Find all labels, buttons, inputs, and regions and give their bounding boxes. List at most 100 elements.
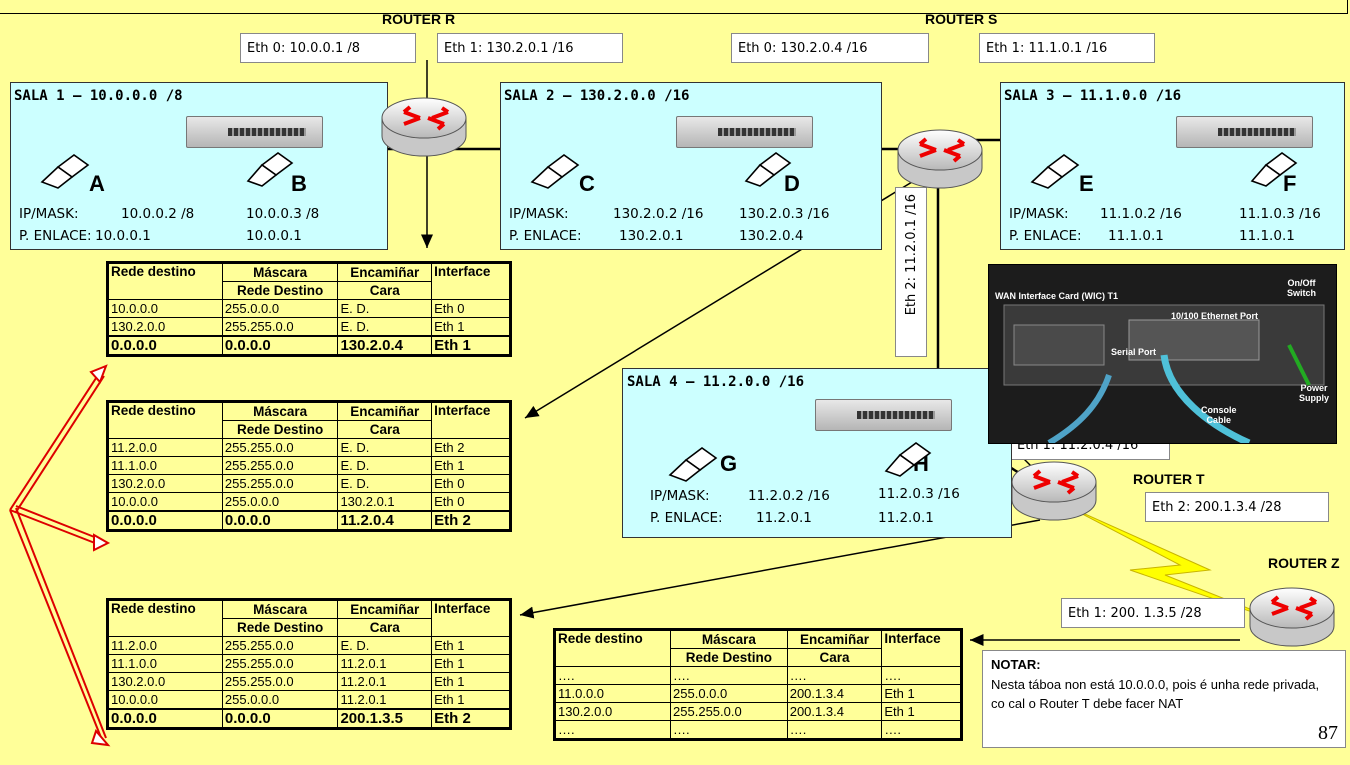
table-cell: E. D.	[338, 637, 432, 655]
table-cell: Eth 1	[432, 336, 511, 356]
col-header: Máscara	[222, 402, 338, 421]
table-row: 130.2.0.0255.255.0.0E. D.Eth 0	[108, 475, 511, 493]
table-cell: ….	[555, 667, 671, 685]
host-a-gateway: 10.0.0.1	[95, 228, 151, 244]
table-cell: 11.1.0.0	[108, 655, 223, 673]
table-cell: 130.2.0.0	[108, 318, 223, 337]
table-cell: 200.1.3.4	[787, 685, 882, 703]
table-cell: 0.0.0.0	[222, 336, 338, 356]
col-header: Rede destino	[555, 630, 671, 667]
host-c-ip: 130.2.0.2 /16	[613, 206, 703, 222]
table-cell: 255.255.0.0	[222, 673, 338, 691]
gateway-label: P. ENLACE:	[650, 510, 723, 526]
table-cell: 11.2.0.1	[338, 691, 432, 710]
host-e-label: E	[1079, 171, 1094, 197]
table-cell: 130.2.0.0	[555, 703, 671, 721]
table-cell: 255.255.0.0	[671, 703, 788, 721]
table-cell: Eth 1	[432, 691, 511, 710]
table-cell: 11.2.0.4	[338, 511, 432, 531]
table-cell: 10.0.0.0	[108, 691, 223, 710]
page-number: 87	[1318, 722, 1338, 745]
photo-label-power: PowerSupply	[1299, 383, 1329, 403]
table-cell: 255.0.0.0	[222, 691, 338, 710]
table-cell: Eth 1	[882, 685, 962, 703]
table-cell: 11.2.0.0	[108, 637, 223, 655]
room-sala-1: SALA 1 – 10.0.0.0 /8 A B IP/MASK: 10.0.0…	[10, 82, 388, 250]
room-title: SALA 1 – 10.0.0.0 /8	[14, 88, 183, 104]
routing-table-router-s: Rede destinoMáscaraEncamiñarInterface Re…	[106, 400, 512, 532]
table-cell: 10.0.0.0	[108, 300, 223, 318]
router-r-title: ROUTER R	[382, 11, 455, 27]
host-f-gateway: 11.1.0.1	[1239, 228, 1295, 244]
host-f-label: F	[1283, 171, 1296, 197]
room-title: SALA 3 – 11.1.0.0 /16	[1004, 88, 1181, 104]
table-cell: 11.1.0.0	[108, 457, 223, 475]
photo-label-serial: Serial Port	[1111, 347, 1156, 357]
col-header: Rede destino	[108, 600, 223, 637]
default-route-arrows	[10, 372, 106, 740]
photo-label-console-line1: Console	[1201, 405, 1237, 415]
table-cell: 130.2.0.0	[108, 673, 223, 691]
table-cell: ….	[882, 721, 962, 740]
col-header: Cara	[787, 649, 882, 667]
table-cell: 11.2.0.1	[338, 673, 432, 691]
ip-mask-label: IP/MASK:	[650, 488, 710, 504]
table-cell: 255.0.0.0	[222, 493, 338, 512]
col-header: Cara	[338, 421, 432, 439]
router-s-eth1: Eth 1: 11.1.0.1 /16	[979, 33, 1155, 63]
table-cell: 0.0.0.0	[108, 511, 223, 531]
ip-mask-label: IP/MASK:	[1009, 206, 1069, 222]
note-text: Nesta táboa non está 10.0.0.0, pois é un…	[991, 676, 1321, 714]
gateway-label: P. ENLACE:	[509, 228, 582, 244]
ip-mask-label: IP/MASK:	[509, 206, 569, 222]
table-row: 10.0.0.0255.0.0.0130.2.0.1Eth 0	[108, 493, 511, 512]
col-header: Interface	[432, 263, 511, 300]
host-h-label: H	[913, 451, 929, 477]
table-cell: 0.0.0.0	[108, 709, 223, 729]
table-cell: 255.255.0.0	[222, 655, 338, 673]
switch	[815, 399, 952, 431]
table-cell: 200.1.3.5	[338, 709, 432, 729]
switch	[186, 116, 323, 148]
photo-label-onoff-line1: On/Off	[1287, 278, 1316, 288]
col-header: Rede Destino	[671, 649, 788, 667]
photo-label-onoff-line2: Switch	[1287, 288, 1316, 298]
table-cell: 130.2.0.1	[338, 493, 432, 512]
table-row: 11.2.0.0255.255.0.0E. D.Eth 2	[108, 439, 511, 457]
table-cell: 255.0.0.0	[222, 300, 338, 318]
table-cell: ….	[882, 667, 962, 685]
photo-label-ethernet: 10/100 Ethernet Port	[1171, 311, 1258, 321]
router-s-eth2: Eth 2: 11.2.0.1 /16	[895, 187, 927, 357]
col-header: Rede destino	[108, 263, 223, 300]
col-header: Encamiñar	[787, 630, 882, 649]
host-a-ip: 10.0.0.2 /8	[121, 206, 194, 222]
col-header: Rede Destino	[222, 619, 338, 637]
table-cell: Eth 0	[432, 475, 511, 493]
host-d-label: D	[784, 171, 800, 197]
table-cell: E. D.	[338, 439, 432, 457]
table-cell: Eth 2	[432, 439, 511, 457]
router-s-eth0: Eth 0: 130.2.0.4 /16	[731, 33, 929, 63]
table-cell: E. D.	[338, 475, 432, 493]
table-cell: Eth 1	[432, 655, 511, 673]
table-cell: 255.255.0.0	[222, 439, 338, 457]
table-cell: 255.255.0.0	[222, 637, 338, 655]
table-cell: Eth 2	[432, 511, 511, 531]
col-header: Máscara	[671, 630, 788, 649]
room-sala-3: SALA 3 – 11.1.0.0 /16 E F IP/MASK: 11.1.…	[1000, 82, 1345, 250]
table-cell: E. D.	[338, 457, 432, 475]
host-g-label: G	[720, 451, 737, 477]
table-cell: 0.0.0.0	[222, 511, 338, 531]
table-cell: Eth 0	[432, 300, 511, 318]
host-f-ip: 11.1.0.3 /16	[1239, 206, 1321, 222]
table-cell: 255.0.0.0	[671, 685, 788, 703]
